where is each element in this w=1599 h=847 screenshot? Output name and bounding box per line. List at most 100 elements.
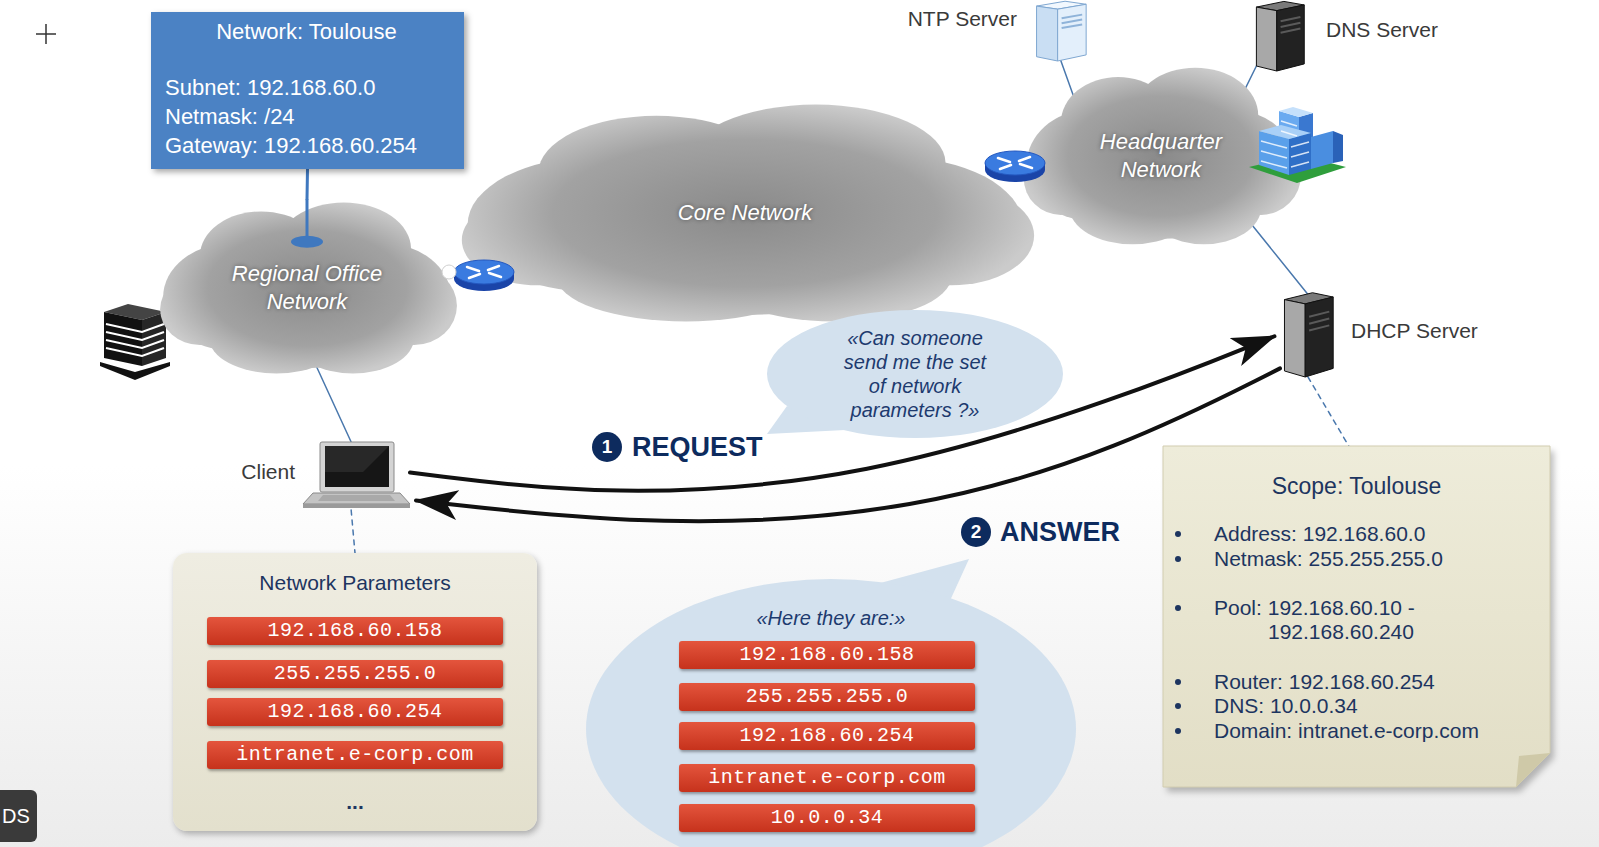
router-icon xyxy=(442,260,514,291)
server-icon: DHCP Server xyxy=(1280,291,1336,377)
server-body xyxy=(1309,325,1329,330)
cloud-shape xyxy=(154,199,460,377)
server-body xyxy=(1309,319,1329,324)
router-icon xyxy=(442,265,456,279)
parameter-panel: Network Parameters... 192.168.60.158 255.2… xyxy=(173,553,537,831)
text-holder: Address: 192.168.60.0 xyxy=(1214,522,1425,546)
building-icon xyxy=(1261,121,1309,168)
text-holder: Gateway: 192.168.60.254 xyxy=(165,131,448,160)
text-holder: intranet.e-corp.com xyxy=(236,741,474,769)
node-text: Router: 192.168.60.254 xyxy=(1214,670,1435,694)
server-icon xyxy=(1252,0,1307,71)
text-holder: intranet.e-corp.com xyxy=(708,764,946,792)
bullet-dot xyxy=(1175,605,1181,611)
network-tap xyxy=(306,199,309,242)
value-pill: intranet.e-corp.com xyxy=(679,764,975,792)
cloud-shape xyxy=(160,203,457,374)
office-building-icon xyxy=(100,304,170,380)
server-body xyxy=(1284,300,1305,377)
node-text: «Can someone send me the set of network … xyxy=(834,326,996,422)
label-holder: DS xyxy=(0,790,37,842)
server-body xyxy=(1062,24,1083,28)
text-holder: 192.168.60.254 xyxy=(739,722,914,750)
note-shape xyxy=(1516,753,1550,787)
node-text: NTP Server xyxy=(908,5,1017,33)
cloud-shape xyxy=(1024,68,1301,245)
text-holder: 192.168.60.158 xyxy=(267,617,442,645)
server-body xyxy=(1256,7,1276,71)
server-body xyxy=(1305,297,1333,377)
speech-bubble: «Here they are:»192.168.60.158255.255.25… xyxy=(586,579,1076,847)
server-body xyxy=(1062,20,1083,24)
server-body xyxy=(1277,5,1305,71)
node-text: 10.0.0.34 xyxy=(771,804,884,832)
building-icon xyxy=(1333,131,1343,163)
router-icon xyxy=(985,151,1045,175)
label-holder: 1 xyxy=(592,432,622,462)
server-body xyxy=(1037,1,1087,61)
note-shape xyxy=(1163,446,1550,787)
bullet-dot xyxy=(1175,728,1181,734)
node-text: Scope: Toulouse xyxy=(1163,473,1550,499)
node-text: Network Parameters xyxy=(173,569,537,597)
laptop-body xyxy=(325,446,389,487)
node-text: Subnet: 192.168.60.0 xyxy=(165,73,448,102)
connector xyxy=(351,510,355,553)
text-holder: DNS: 10.0.0.34 xyxy=(1214,694,1358,718)
callout-number: 2 xyxy=(961,517,991,547)
player-badge: DS xyxy=(0,790,37,842)
server-body xyxy=(1281,23,1301,27)
network-cloud: Core Network xyxy=(450,100,1040,326)
step-label: ANSWER xyxy=(1000,516,1120,548)
value-pill: 192.168.60.254 xyxy=(207,698,503,726)
node-text: Domain: intranet.e-corp.com xyxy=(1214,719,1479,743)
text-holder: ... xyxy=(173,788,537,816)
building-icon xyxy=(1279,107,1313,117)
node-text: Netmask: 255.255.255.0 xyxy=(1214,547,1443,571)
server-icon xyxy=(1280,291,1336,377)
server-body xyxy=(1284,293,1333,377)
node-text: Pool: 192.168.60.10 - 192.168.60.240 xyxy=(1268,596,1443,644)
value-pill: 10.0.0.34 xyxy=(679,804,975,832)
server-body xyxy=(1062,15,1083,19)
node-text: Gateway: 192.168.60.254 xyxy=(165,131,448,160)
bullet-dot xyxy=(1175,556,1181,562)
server-body xyxy=(1309,312,1329,317)
text-holder: Netmask: /24 xyxy=(165,102,448,131)
connector xyxy=(306,169,310,199)
network-cloud: Headquarter Network xyxy=(1018,64,1304,248)
node-text: Network: Toulouse xyxy=(165,18,448,46)
connector xyxy=(1308,377,1349,446)
laptop-body xyxy=(318,495,395,501)
value-pill: 255.255.255.0 xyxy=(207,660,503,688)
label-holder: 2 xyxy=(961,517,991,547)
text-holder: DHCP Server xyxy=(1351,317,1478,345)
server-body xyxy=(1281,28,1301,32)
laptop-body xyxy=(303,504,410,508)
value-pill: 192.168.60.158 xyxy=(207,617,503,645)
office-building-icon xyxy=(100,362,170,380)
cloud-shape xyxy=(462,105,1034,322)
laptop-body xyxy=(320,442,394,492)
text-holder: DNS Server xyxy=(1326,16,1438,44)
text-holder: Network Parameters xyxy=(173,569,537,597)
scope-note: Scope: ToulouseAddress: 192.168.60.0Netm… xyxy=(1163,446,1550,787)
laptop-icon xyxy=(303,442,410,510)
server-icon xyxy=(1032,0,1089,61)
text-holder: Domain: intranet.e-corp.com xyxy=(1214,719,1479,743)
text-holder: Network: Toulouse xyxy=(165,18,448,46)
node-text: «Here they are:» xyxy=(586,603,1076,633)
text-holder: Netmask: 255.255.255.0 xyxy=(1214,547,1443,571)
laptop-body xyxy=(303,493,410,504)
speech-bubble-shape xyxy=(586,579,1076,847)
node-text: 192.168.60.158 xyxy=(267,617,442,645)
node-text: 255.255.255.0 xyxy=(746,683,909,711)
cloud-shape xyxy=(716,231,952,321)
server-icon: NTP Server xyxy=(1032,0,1089,61)
text-holder: «Here they are:» xyxy=(586,603,1076,633)
speech-bubble: «Can someone send me the set of network … xyxy=(767,310,1063,438)
value-pill: intranet.e-corp.com xyxy=(207,741,503,769)
node-text: ... xyxy=(173,788,537,816)
cursor-cross xyxy=(36,24,56,44)
server-icon: DNS Server xyxy=(1252,0,1307,71)
